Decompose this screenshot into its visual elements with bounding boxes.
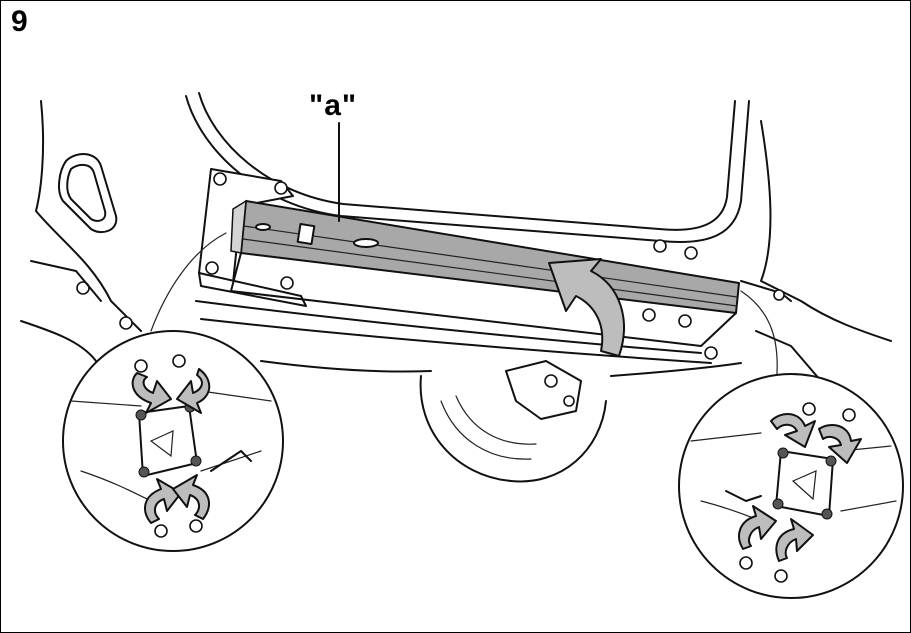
left-body-panel xyxy=(20,100,142,362)
right-mounting-bracket xyxy=(642,239,718,360)
left-mounting-bracket xyxy=(198,168,307,307)
rail-part-a xyxy=(195,199,740,364)
curved-arrow-icon xyxy=(548,258,625,357)
right-body-panel xyxy=(740,120,892,382)
step-number: 9 xyxy=(11,5,28,38)
zoom-guide-line xyxy=(150,232,227,332)
detail-circle-left xyxy=(62,330,284,552)
detail-circle-right xyxy=(678,373,904,599)
callout-label-a: "a" xyxy=(309,89,358,122)
spare-wheel xyxy=(260,360,742,483)
zoom-guide-line xyxy=(740,290,778,387)
